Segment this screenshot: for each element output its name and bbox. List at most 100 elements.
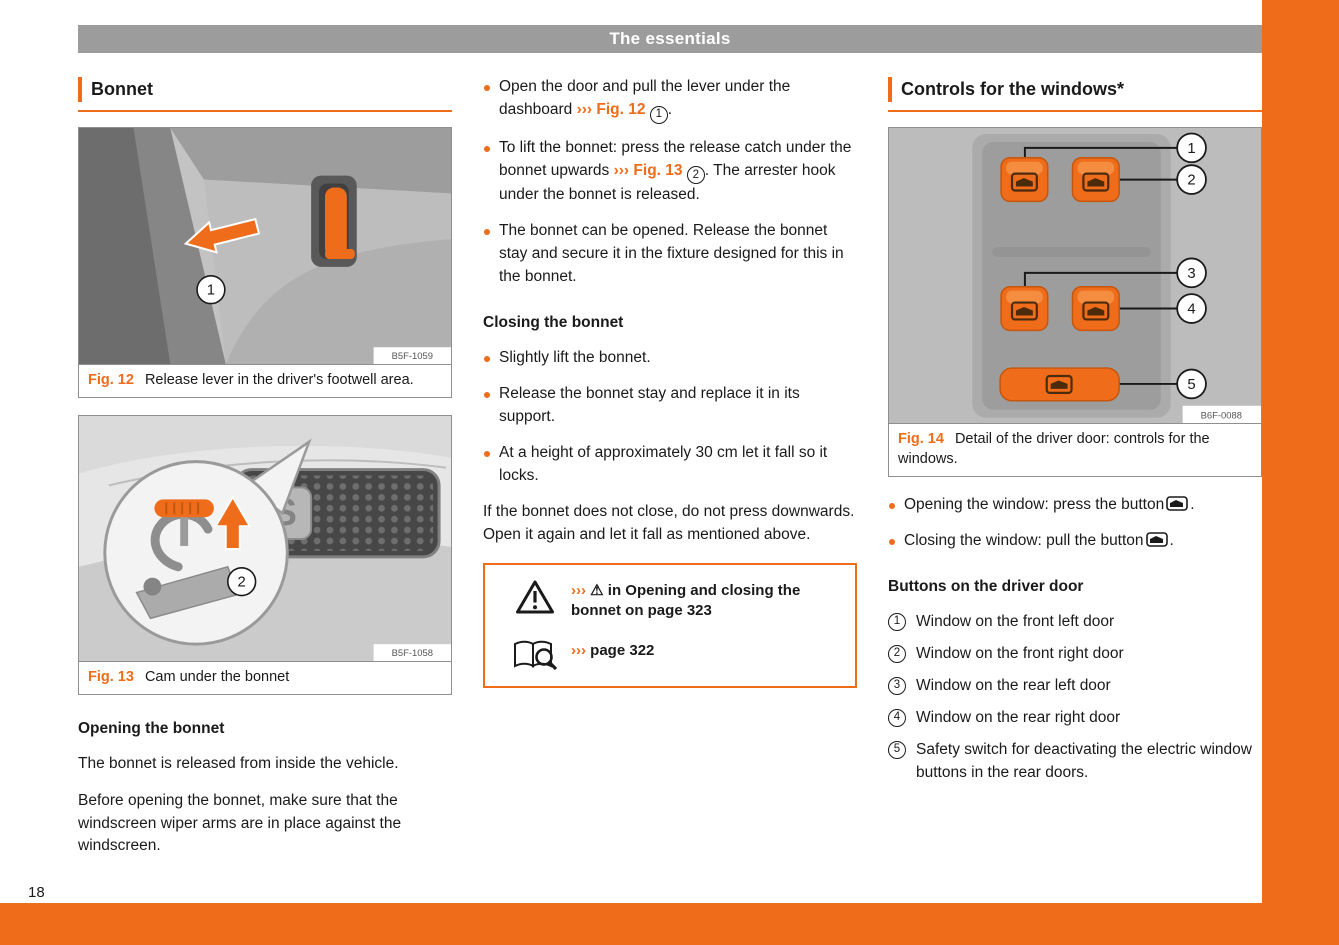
bullet-item: To lift the bonnet: press the release ca… bbox=[483, 137, 857, 208]
bullet-item: At a height of approximately 30 cm let i… bbox=[483, 442, 857, 488]
fig12-caption-text: Release lever in the driver's footwell a… bbox=[144, 371, 414, 388]
bullet-text: The bonnet can be opened. Release the bo… bbox=[499, 222, 844, 286]
fig12-callout-circle bbox=[196, 274, 226, 305]
bullet-text: Release the bonnet stay and replace it i… bbox=[499, 385, 800, 425]
fig13-image-code: B5F-1058 bbox=[392, 647, 433, 658]
bullet-dot-icon bbox=[484, 356, 490, 363]
warning-reference-box: ››› ⚠ in Opening and closing the bonnet … bbox=[483, 562, 857, 688]
page-reference-text: ››› page 322 bbox=[571, 638, 654, 662]
ref-arrows-icon: ››› bbox=[576, 100, 593, 118]
warning-inline-icon: ⚠ bbox=[590, 581, 604, 599]
page-edge-right bbox=[1262, 0, 1339, 945]
book-search-icon bbox=[499, 638, 571, 671]
fig13-bonnet-illustration: S 2 B5F-1 bbox=[79, 415, 451, 661]
bullet-dot-icon bbox=[484, 229, 490, 236]
fig13-callout-circle bbox=[227, 566, 257, 597]
book-reference-row: ››› page 322 bbox=[499, 638, 841, 671]
item-text: Window on the front right door bbox=[916, 644, 1124, 662]
driver-door-buttons-list: 1 Window on the front left door 2 Window… bbox=[888, 611, 1262, 785]
fig14-callout-3: 3 bbox=[1187, 265, 1195, 281]
bullet-item: Open the door and pull the lever under t… bbox=[483, 76, 857, 124]
fig14-caption-text: Detail of the driver door: controls for … bbox=[898, 431, 1210, 468]
fig14-callout-circles: 1 2 3 4 5 bbox=[1176, 132, 1207, 399]
page-reference-link[interactable]: page 322 bbox=[590, 642, 655, 659]
column-windows: Controls for the windows* bbox=[888, 76, 1262, 794]
fig12-image-code: B5F-1059 bbox=[392, 350, 433, 361]
bullet-text: Open the door and pull the lever under t… bbox=[499, 76, 857, 124]
window-button-icon bbox=[1166, 496, 1189, 512]
fig14-callout-4: 4 bbox=[1187, 301, 1195, 317]
callout-number-1: 1 bbox=[649, 105, 668, 124]
fig13-caption: Fig. 13 Cam under the bonnet bbox=[79, 660, 451, 694]
bullet-item: Release the bonnet stay and replace it i… bbox=[483, 383, 857, 429]
fig14-image-code: B6F-0088 bbox=[1201, 409, 1242, 420]
section-title-windows: Controls for the windows* bbox=[888, 76, 1262, 103]
detail-inset-circle bbox=[103, 459, 289, 646]
column-procedure: Open the door and pull the lever under t… bbox=[483, 76, 857, 688]
fig14-window-controls-illustration: 1 2 3 4 5 B6F-0088 bbox=[889, 127, 1261, 424]
paragraph: If the bonnet does not close, do not pre… bbox=[483, 502, 855, 543]
item-number: 4 bbox=[888, 708, 906, 727]
section-rule bbox=[78, 109, 452, 112]
bullet-text: Slightly lift the bonnet. bbox=[499, 349, 651, 367]
item-text: Window on the front left door bbox=[916, 613, 1115, 631]
cam-handle bbox=[154, 499, 214, 517]
fig14-callout-1: 1 bbox=[1187, 140, 1195, 156]
item-number: 1 bbox=[888, 613, 906, 632]
callout-number-2: 2 bbox=[686, 166, 705, 185]
item-number: 5 bbox=[888, 740, 906, 759]
bullet-text: Opening the window: press the button. bbox=[904, 496, 1195, 514]
push-direction-arrow bbox=[214, 495, 252, 550]
column-bonnet: Bonnet 1 bbox=[78, 76, 452, 872]
bullet-dot-icon bbox=[889, 539, 895, 546]
page-content: Bonnet 1 bbox=[78, 76, 1262, 872]
window-buttons bbox=[999, 156, 1120, 402]
warning-reference-text: ››› ⚠ in Opening and closing the bonnet … bbox=[571, 578, 841, 622]
bullet-dot-icon bbox=[889, 503, 895, 510]
warning-triangle-icon bbox=[499, 578, 571, 615]
item-number: 2 bbox=[888, 644, 906, 663]
list-item: 3 Window on the rear left door bbox=[888, 675, 1262, 698]
bullet-dot-icon bbox=[484, 145, 490, 152]
bonnet-release-lever bbox=[325, 187, 347, 257]
ref-arrows-icon: ››› bbox=[613, 161, 630, 179]
bullet-text: At a height of approximately 30 cm let i… bbox=[499, 443, 828, 484]
section-rule bbox=[888, 109, 1262, 112]
dashboard-underside bbox=[170, 127, 451, 194]
list-item: 2 Window on the front right door bbox=[888, 643, 1262, 666]
fig12-reference[interactable]: Fig. 12 bbox=[596, 100, 646, 118]
fig13-callout-number: 2 bbox=[238, 574, 246, 590]
item-number: 3 bbox=[888, 676, 906, 695]
page-header-title: The essentials bbox=[609, 29, 731, 48]
ref-arrows-icon: ››› bbox=[571, 642, 586, 659]
bullet-dot-icon bbox=[484, 450, 490, 457]
page-header: The essentials bbox=[78, 25, 1262, 53]
section-title-bonnet: Bonnet bbox=[78, 76, 452, 103]
page-number: 18 bbox=[28, 884, 45, 901]
warning-reference-link[interactable]: in Opening and closing the bonnet on pag… bbox=[571, 581, 801, 620]
bullet-text: To lift the bonnet: press the release ca… bbox=[499, 138, 852, 204]
fig13-caption-text: Cam under the bonnet bbox=[144, 668, 290, 685]
bullet-item: Closing the window: pull the button. bbox=[888, 530, 1262, 553]
paragraph: The bonnet is released from inside the v… bbox=[78, 754, 399, 772]
fig13-reference[interactable]: Fig. 13 bbox=[633, 161, 683, 179]
fig12-footwell-illustration: 1 B5F-1059 bbox=[79, 127, 451, 364]
figure-12: 1 B5F-1059 Fig. 12 Release lever in the d… bbox=[78, 126, 452, 398]
page-edge-bottom bbox=[0, 903, 1339, 945]
bullet-item: The bonnet can be opened. Release the bo… bbox=[483, 220, 857, 289]
fig12-caption: Fig. 12 Release lever in the driver's foo… bbox=[79, 363, 451, 397]
pull-direction-arrow bbox=[183, 217, 261, 254]
item-text: Window on the rear right door bbox=[916, 708, 1121, 726]
heading-buttons-driver-door: Buttons on the driver door bbox=[888, 578, 1084, 596]
fig13-label: Fig. 13 bbox=[88, 668, 134, 685]
bullet-item: Opening the window: press the button. bbox=[888, 494, 1262, 517]
list-item: 1 Window on the front left door bbox=[888, 611, 1262, 634]
fig12-label: Fig. 12 bbox=[88, 371, 134, 388]
bullet-dot-icon bbox=[484, 392, 490, 398]
item-text: Window on the rear left door bbox=[916, 676, 1111, 694]
fig12-callout-number: 1 bbox=[207, 282, 215, 298]
bullet-text: Closing the window: pull the button. bbox=[904, 532, 1174, 550]
